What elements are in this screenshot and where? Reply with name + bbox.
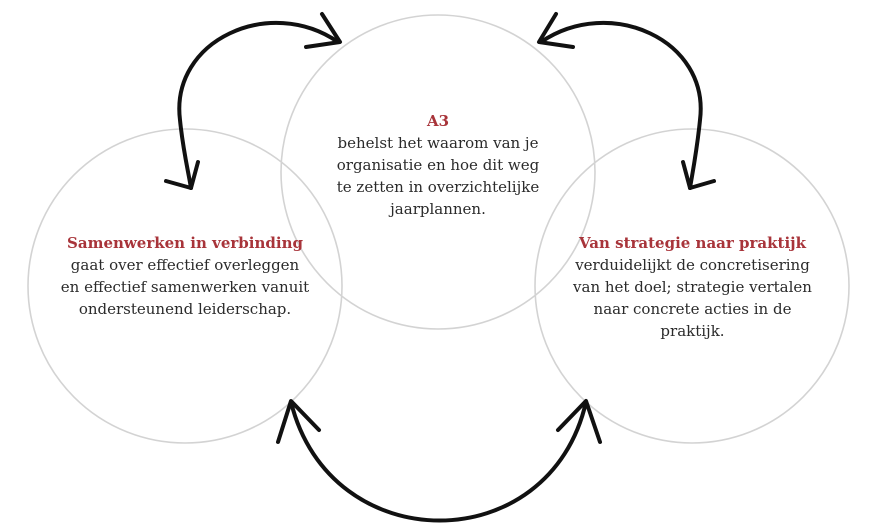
circle-left-title: Samenwerken in verbinding <box>67 234 303 252</box>
arrow-top-right-icon <box>537 12 716 190</box>
circle-top <box>280 14 596 330</box>
circle-left-body: gaat over effectief overleggen en effect… <box>60 256 310 318</box>
circle-top-title: A3 <box>426 112 450 130</box>
circle-right-text: Van strategie naar praktijk verduidelijk… <box>570 232 815 342</box>
arrow-left-right-icon <box>276 399 602 523</box>
circle-top-body: behelst het waarom van je organisatie en… <box>336 134 540 218</box>
circle-right-body: verduidelijkt de concretisering van het … <box>573 256 812 340</box>
circle-left <box>27 128 343 444</box>
circle-top-text: A3 behelst het waarom van je organisatie… <box>333 110 543 220</box>
circle-left-text: Samenwerken in verbinding gaat over effe… <box>60 232 310 320</box>
circle-right-title: Van strategie naar praktijk <box>579 234 806 252</box>
arrow-top-left-icon <box>164 12 342 190</box>
circle-right <box>534 128 850 444</box>
